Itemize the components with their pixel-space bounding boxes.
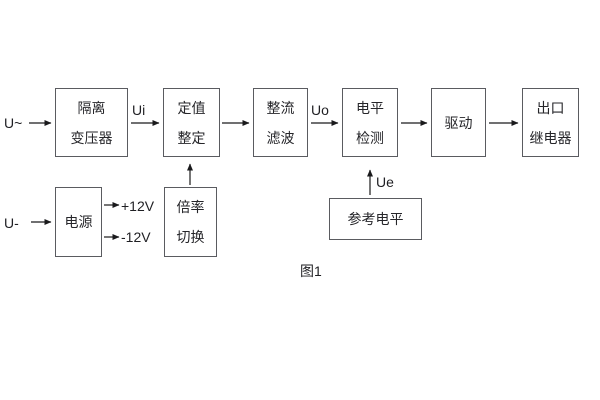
block-label-line: 检测 (356, 129, 384, 146)
input-label-uac: U~ (4, 115, 23, 131)
block-label-line: 定值 (177, 99, 206, 116)
block-label-line: 电平 (356, 99, 384, 116)
signal-label-ui: Ui (132, 102, 146, 118)
block-label-line: 隔离 (77, 99, 106, 116)
block-label-line: 继电器 (529, 129, 572, 146)
block-rectifier-filter: 整流 滤波 (253, 88, 308, 157)
rail-label-neg12v: -12V (121, 229, 151, 245)
block-label-line: 切换 (176, 229, 205, 245)
block-label-line: 变压器 (70, 129, 113, 146)
rail-label-pos12v: +12V (121, 198, 155, 214)
block-power-supply: 电源 (55, 187, 102, 257)
block-setting-adjust: 定值 整定 (163, 88, 220, 157)
block-label-line: 出口 (536, 99, 565, 116)
block-label-line: 整定 (177, 129, 206, 146)
input-label-udc: U- (4, 215, 19, 231)
block-label-line: 整流 (266, 99, 295, 116)
block-label-line: 倍率 (176, 199, 205, 215)
block-label-line: 电源 (64, 214, 93, 230)
block-isolation-transformer: 隔离 变压器 (55, 88, 128, 157)
block-reference-level: 参考电平 (329, 198, 422, 240)
block-output-relay: 出口 继电器 (522, 88, 579, 157)
signal-label-ue: Ue (376, 174, 394, 190)
block-label-line: 驱动 (444, 114, 473, 131)
block-label-line: 滤波 (266, 129, 295, 146)
figure-caption: 图1 (300, 263, 322, 279)
block-level-detect: 电平 检测 (342, 88, 398, 157)
signal-label-uo: Uo (311, 102, 329, 118)
block-label-line: 参考电平 (347, 211, 404, 227)
block-ratio-switch: 倍率 切换 (164, 187, 217, 257)
block-drive: 驱动 (431, 88, 486, 157)
